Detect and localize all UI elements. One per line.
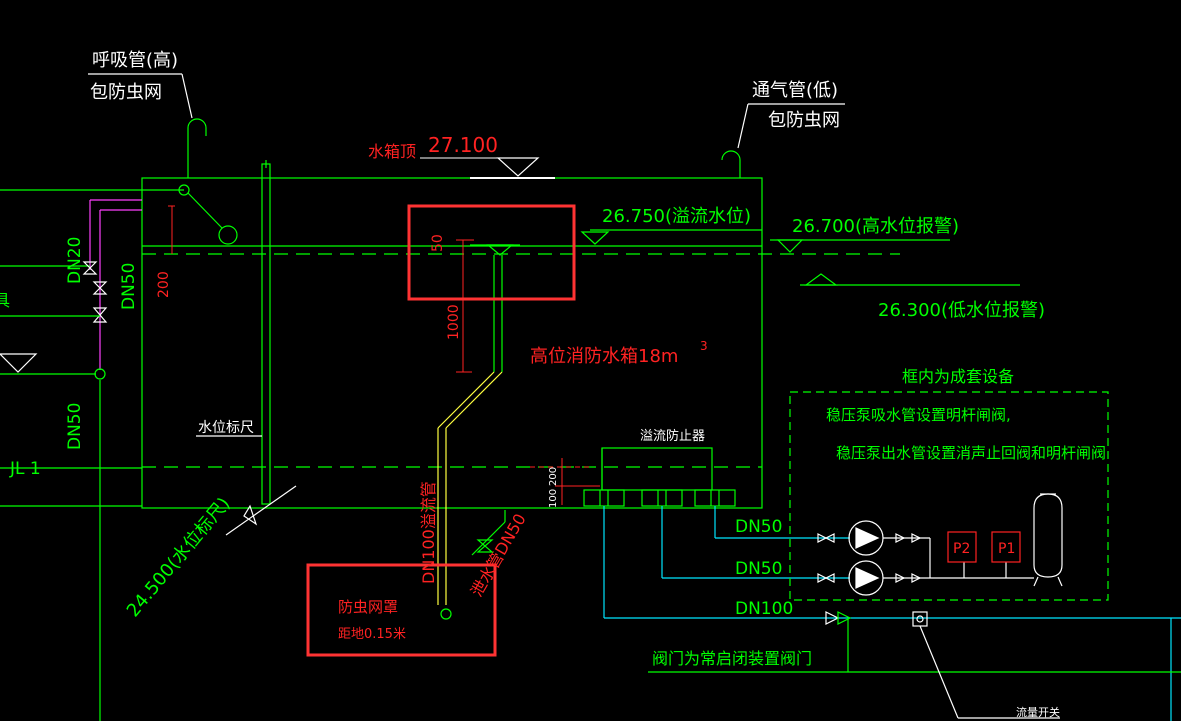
tank-outline (141, 177, 763, 509)
tank-volume-superscript: 3 (700, 339, 708, 353)
check-valve-icon-1 (895, 533, 906, 543)
vortex-preventer: 溢流防止器 (583, 428, 736, 507)
valve-icon-3 (92, 307, 108, 323)
breather-label-2: 包防虫网 (90, 82, 162, 103)
package-outline (789, 391, 1109, 601)
dim-50-label: 50 (430, 234, 446, 252)
left-edge-fragment: 具 (0, 291, 10, 310)
low-alarm-icon (804, 273, 838, 286)
tank-name-label: 高位消防水箱18m (530, 346, 678, 367)
highlight-box-overflow (407, 204, 576, 301)
level-markers: 26.750(溢流水位) 26.700(高水位报警) 26.300(低水位报警) (580, 206, 1045, 321)
dim-200-left-label: 200 (156, 271, 172, 298)
float-hinge-icon (178, 184, 190, 196)
breather-pipe-high: 呼吸管(高) 包防虫网 (88, 50, 207, 178)
p1-sensor (991, 531, 1021, 563)
drain-pipe (471, 510, 506, 556)
valve-icon-2 (92, 281, 108, 295)
dn50-pump-1-label: DN50 (735, 517, 782, 537)
insect-cover-label-2: 距地0.15米 (338, 627, 406, 642)
overflow-pipe-label: DN100溢流管 (419, 481, 438, 584)
float-valve (0, 184, 238, 245)
vent-label-2: 包防虫网 (768, 110, 840, 131)
float-ball-icon (218, 225, 238, 245)
pressure-tank-icon (1033, 493, 1063, 578)
valve-note: 阀门为常启闭装置阀门 (652, 649, 812, 668)
dn100-outlet-label: DN100 (735, 599, 793, 619)
high-alarm-label: 26.700(高水位报警) (792, 216, 959, 237)
high-alarm-icon (776, 239, 804, 253)
overflow-level-icon (580, 231, 610, 245)
dn50-pump-2-label: DN50 (735, 559, 782, 579)
red-dimensions: 50 200 1000 100 200 (156, 205, 600, 508)
tank-top-marker: 水箱顶 27.100 (368, 133, 555, 179)
overflow-level-label: 26.750(溢流水位) (602, 206, 751, 227)
water-gauge-label: 水位标尺 (198, 420, 254, 436)
highlight-box-insect-cover (306, 563, 497, 657)
dim-200-right-label: 200 (548, 467, 559, 486)
breather-label-1: 呼吸管(高) (92, 50, 178, 71)
main-outlet: 流量开关 阀门为常启闭装置阀门 (648, 611, 1181, 719)
vent-label-1: 通气管(低) (752, 80, 838, 101)
overflow-funnel (437, 244, 520, 620)
gauge-marker-icon (243, 504, 258, 526)
fire-water-tank (141, 177, 900, 509)
dn50-left-lower-label: DN50 (65, 403, 85, 450)
left-piping: DN20 DN50 DN50 JL 1 具 (0, 199, 142, 721)
jl1-label: JL 1 (9, 459, 41, 479)
low-alarm-label: 26.300(低水位报警) (878, 300, 1045, 321)
elevation-triangle-icon (496, 157, 540, 177)
tank-top-elevation: 27.100 (428, 133, 498, 157)
package-note-2: 稳压泵出水管设置消声止回阀和明杆闸阀 (836, 444, 1106, 462)
p2-label: P2 (953, 541, 970, 557)
outlet-check-valve-icon (825, 611, 840, 625)
outlet-piping: DN50 DN50 DN100 (603, 506, 1181, 721)
gate-valve-icon-2 (911, 573, 922, 583)
insect-cover-label-1: 防虫网罩 (338, 598, 398, 616)
drain-valve-icon (476, 539, 494, 553)
pump-package: 框内为成套设备 稳压泵吸水管设置明杆闸阀, 稳压泵出水管设置消声止回阀和明杆闸阀 (789, 367, 1109, 601)
check-valve-icon-2 (895, 573, 906, 583)
p2-sensor (947, 531, 977, 563)
funnel-icon (486, 244, 514, 256)
dn50-left-upper-label: DN50 (119, 263, 139, 310)
vent-pipe-low: 通气管(低) 包防虫网 (721, 80, 845, 178)
insect-cover-icon (440, 608, 452, 620)
dn20-label: DN20 (65, 237, 85, 284)
vent-hook-icon (721, 150, 741, 178)
dim-1000-label: 1000 (446, 304, 462, 340)
breather-hook-icon (187, 118, 207, 178)
suction-valve-icon-1 (817, 533, 828, 543)
left-level-icon (0, 353, 38, 373)
vortex-preventer-label: 溢流防止器 (640, 428, 705, 444)
dim-100-label: 100 (548, 489, 559, 508)
valve-icon-1 (82, 261, 98, 275)
package-note-1: 稳压泵吸水管设置明杆闸阀, (826, 406, 1011, 424)
gate-valve-icon-1 (911, 533, 922, 543)
p1-label: P1 (998, 541, 1015, 557)
package-title: 框内为成套设备 (902, 367, 1014, 386)
suction-valve-icon-2 (817, 573, 828, 583)
tank-top-label: 水箱顶 (368, 142, 416, 161)
flow-switch-label: 流量开关 (1016, 705, 1060, 719)
